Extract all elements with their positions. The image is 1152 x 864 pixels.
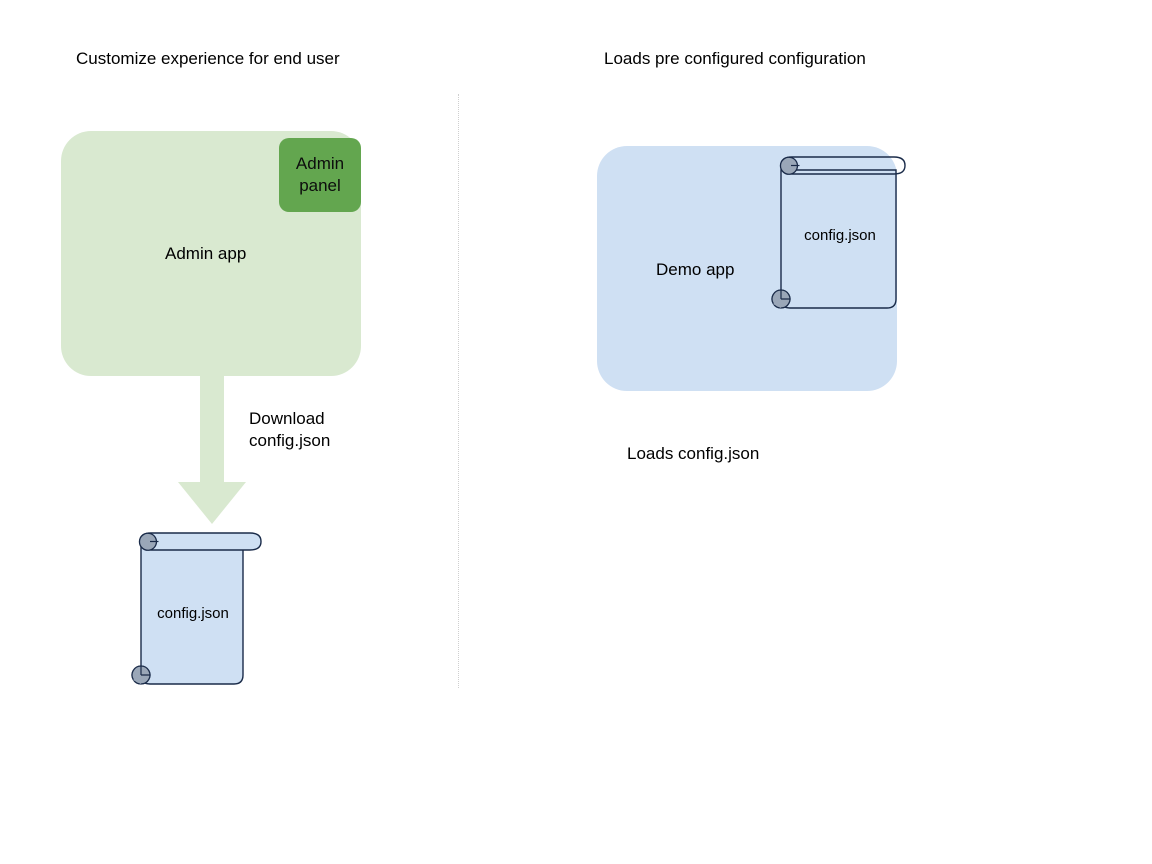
demo-app-label: Demo app — [656, 260, 735, 279]
demo-app-card[interactable] — [597, 146, 897, 391]
config-json-document-left[interactable]: config.json — [120, 528, 270, 690]
config-json-document-left-label: config.json — [157, 605, 229, 622]
download-arrow — [176, 374, 248, 526]
loads-config-caption: Loads config.json — [627, 444, 760, 463]
config-json-document-right[interactable]: config.json — [768, 152, 918, 314]
config-json-document-right-label: config.json — [804, 227, 876, 244]
admin-panel-badge-label: Admin panel — [295, 154, 345, 195]
left-column-title: Customize experience for end user — [76, 49, 340, 68]
vertical-dotted-divider — [458, 94, 459, 688]
download-arrow-label: Download config.json — [249, 409, 331, 450]
admin-panel-badge[interactable]: Admin panel — [279, 138, 361, 212]
right-column-title: Loads pre configured configuration — [604, 49, 866, 68]
admin-app-label: Admin app — [165, 244, 247, 263]
